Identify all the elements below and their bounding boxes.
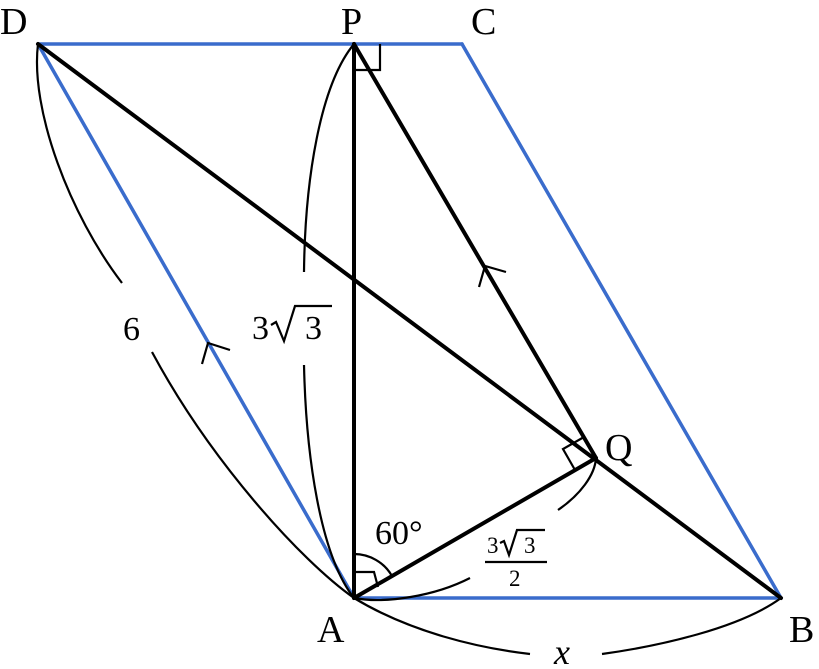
parallel-arrow-ad	[200, 341, 231, 365]
parallel-arrow-pq	[477, 264, 507, 288]
black-segments	[36, 42, 783, 600]
vertex-label-q: Q	[605, 427, 632, 469]
vertex-label-d: D	[0, 1, 27, 43]
right-angle-mark-a	[354, 570, 380, 588]
side-cb	[460, 42, 783, 600]
dimension-arc-aq-left	[353, 577, 471, 602]
segment-pq	[352, 42, 598, 460]
parallel-arrows	[200, 264, 507, 365]
angle-arc-60	[353, 552, 393, 577]
dimension-arc-ap-upper	[302, 43, 355, 273]
right-angle-mark-p	[354, 44, 382, 72]
parallelogram-abcd	[36, 42, 783, 600]
vertex-label-a: A	[317, 609, 345, 651]
angle-label-60: 60°	[375, 515, 423, 552]
dimension-arc-ap-lower	[302, 364, 355, 599]
dimension-arc-aq-right	[557, 457, 598, 511]
segment-db	[36, 42, 783, 600]
length-label-ap: 3 3	[252, 304, 332, 347]
length-label-aq-den: 2	[509, 566, 521, 591]
radical-sign-aq	[499, 528, 545, 559]
right-angle-marks	[354, 44, 585, 588]
length-label-ad: 6	[123, 311, 140, 348]
length-label-aq-num-rad: 3	[524, 533, 536, 558]
dimension-arcs	[35, 43, 782, 656]
dimension-arc-ad-upper	[35, 43, 123, 284]
length-label-ap-coef: 3	[252, 310, 269, 347]
dimension-arc-ab-right	[601, 597, 782, 656]
right-angle-mark-q	[561, 436, 585, 471]
radical-sign-ap	[270, 304, 332, 345]
dimension-arc-ab-left	[353, 597, 531, 656]
side-ad	[36, 42, 356, 600]
length-label-ap-radicand: 3	[305, 310, 322, 347]
segment-aq	[352, 456, 598, 600]
vertex-label-p: P	[341, 1, 362, 43]
vertex-label-b: B	[789, 609, 814, 651]
dimension-arc-ad-lower	[151, 351, 355, 599]
vertex-label-c: C	[471, 1, 496, 43]
length-label-ab: x	[553, 632, 570, 669]
length-label-aq: 3 3 2	[485, 528, 547, 591]
length-label-aq-num-coef: 3	[487, 533, 499, 558]
